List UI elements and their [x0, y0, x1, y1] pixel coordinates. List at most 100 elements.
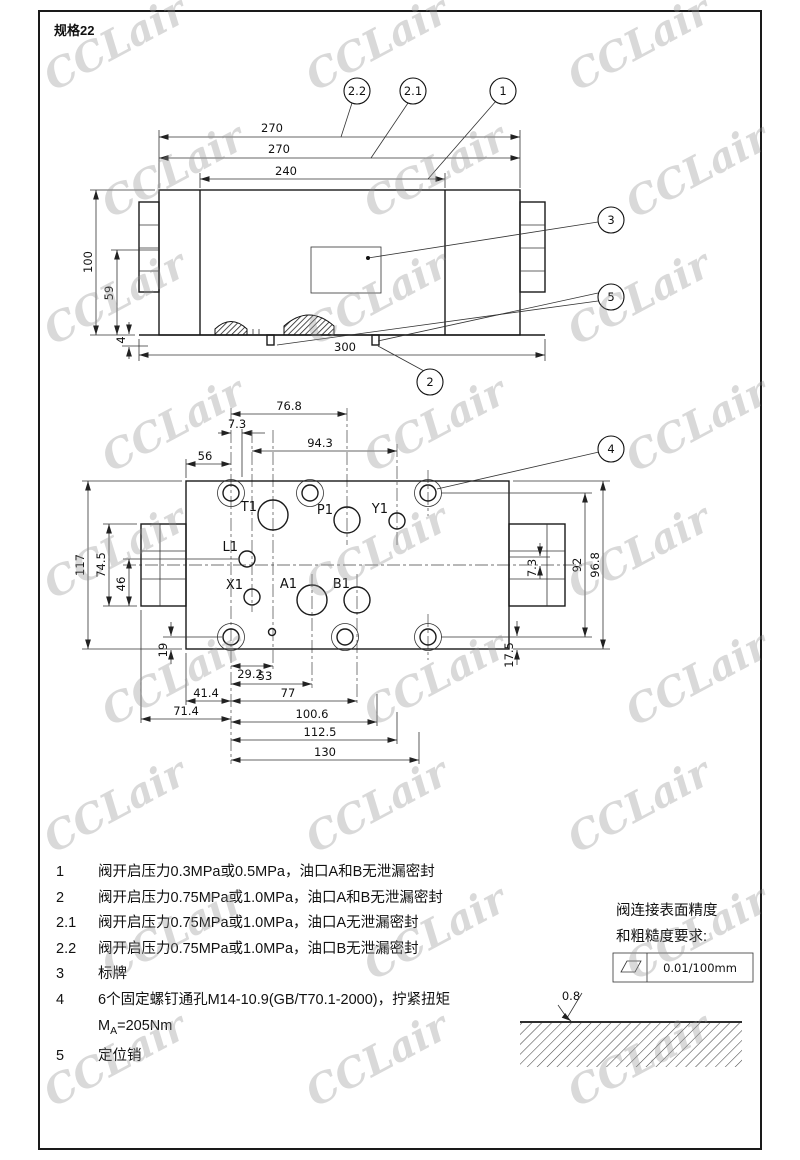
- dim-text: 76.8: [276, 399, 302, 413]
- callout-1: 1: [427, 77, 517, 180]
- callout-3: 3: [366, 206, 625, 260]
- torque-subscript: A: [110, 1024, 118, 1037]
- note-number: 1: [56, 864, 65, 880]
- dim-92: 92: [441, 492, 592, 638]
- dim-text: 240: [275, 164, 297, 178]
- dim-text: 53: [258, 669, 273, 683]
- callout-number: 5: [607, 290, 614, 304]
- callout-2-2: 2.2: [340, 77, 371, 138]
- callout-5: 5: [276, 283, 625, 346]
- dim-96-8: 96.8: [513, 480, 610, 650]
- dim-74-5: 74.5: [94, 523, 137, 607]
- note-row: 1 阀开启压力0.3MPa或0.5MPa，油口A和B无泄漏密封: [56, 860, 450, 886]
- note-text: 阀开启压力0.75MPa或1.0MPa，油口B无泄漏密封: [98, 940, 419, 957]
- port-label-A1: A1: [280, 577, 297, 592]
- bolt-hole: [222, 484, 240, 502]
- dim-29-2: 29.2: [231, 663, 273, 681]
- surface-requirement-text: 阀连接表面精度 和粗糙度要求:: [616, 898, 718, 950]
- port-cavity-large: [283, 314, 335, 336]
- dim-text: 96.8: [588, 552, 602, 578]
- note-text: 阀开启压力0.75MPa或1.0MPa，油口A无泄漏密封: [98, 915, 419, 932]
- note-row: 5 定位销: [56, 1044, 450, 1070]
- dim-text: 7.3: [525, 559, 539, 577]
- note-number: [56, 1014, 98, 1044]
- nameplate: [310, 246, 382, 294]
- port-L1: [238, 550, 256, 568]
- note-torque-line: MA=205Nm: [98, 1014, 450, 1044]
- bolt-hole: [419, 628, 437, 646]
- dim-76-8: 76.8: [231, 399, 347, 417]
- dim-112-5: 112.5: [231, 712, 398, 744]
- dim-17-5: 17.5: [502, 621, 520, 668]
- bolt-hole: [301, 484, 319, 502]
- note-text: 6个固定螺钉通孔M14-10.9(GB/T70.1-2000)，拧紧扭矩: [98, 991, 451, 1008]
- dim-7-3-right: 7.3: [509, 543, 550, 579]
- note-number: 4: [56, 991, 65, 1008]
- port-label-B1: B1: [333, 577, 350, 592]
- dim-text: 59: [102, 286, 116, 301]
- note-text: 阀开启压力0.3MPa或0.5MPa，油口A和B无泄漏密封: [98, 864, 435, 880]
- page-border: [38, 10, 762, 1150]
- callout-balloon: [597, 283, 625, 311]
- port-B1: [343, 586, 371, 614]
- note-row: 2.1 阀开启压力0.75MPa或1.0MPa，油口A无泄漏密封: [56, 911, 450, 937]
- note-row: 2.2 阀开启压力0.75MPa或1.0MPa，油口B无泄漏密封: [56, 937, 450, 963]
- dim-19: 19: [156, 622, 222, 664]
- dim-text: 56: [198, 449, 213, 463]
- dim-100-6: 100.6: [231, 694, 378, 726]
- locating-pin-right: [371, 334, 380, 346]
- port-T1: [257, 499, 289, 531]
- spec-label: 规格22: [54, 23, 95, 38]
- note-text: 阀开启压力0.75MPa或1.0MPa，油口A和B无泄漏密封: [98, 889, 443, 906]
- note-number: 2.2: [56, 940, 77, 957]
- locating-pin-left: [266, 334, 275, 346]
- bolt-hole: [419, 484, 437, 502]
- dim-text: 100: [81, 251, 95, 273]
- callout-number: 2.1: [404, 84, 422, 98]
- dim-text: 92: [570, 558, 584, 573]
- port-X1: [243, 588, 261, 606]
- port-label-Y1: Y1: [371, 502, 388, 517]
- callout-balloon: [597, 435, 625, 463]
- dim-130: 130: [231, 732, 420, 764]
- dim-base-300: 300: [138, 339, 546, 361]
- note-number: 2.1: [56, 915, 77, 932]
- callout-number: 2: [426, 375, 433, 389]
- callout-balloon: [597, 206, 625, 234]
- dim-46: 46: [114, 558, 238, 606]
- port-Y1: [388, 512, 406, 530]
- bolt-hole: [336, 628, 354, 646]
- note-text: 定位销: [98, 1048, 142, 1065]
- port-label-L1: L1: [222, 540, 238, 555]
- dim-41-4: 41.4: [185, 653, 231, 705]
- surface-req-line1: 阀连接表面精度: [616, 903, 718, 919]
- dim-77: 77: [231, 686, 357, 704]
- right-hex-cap: [508, 523, 566, 607]
- right-end-cap: [519, 201, 546, 293]
- callout-number: 3: [607, 213, 614, 227]
- dim-overall-270-a: 270: [158, 121, 521, 188]
- dim-overall-270-b: 270: [159, 142, 520, 161]
- roughness-value: 0.8: [562, 989, 580, 1003]
- top-view: 270 270 240 100 59 4: [81, 77, 625, 396]
- dim-text: 100.6: [296, 707, 329, 721]
- dim-53: 53: [231, 669, 312, 687]
- left-end-cap: [138, 201, 160, 293]
- callout-2-1: 2.1: [370, 77, 427, 159]
- surface-finish-graphic: 0.01/100mm 0.8: [520, 952, 754, 1067]
- callout-number: 1: [499, 84, 506, 98]
- callout-balloon: [489, 77, 517, 105]
- dim-text: 74.5: [94, 552, 108, 578]
- dim-text: 41.4: [193, 686, 219, 700]
- callout-balloon: [399, 77, 427, 105]
- port-P1: [333, 506, 361, 534]
- dim-height-100: 100: [81, 189, 155, 336]
- dim-56: 56: [185, 449, 231, 478]
- note-row: 4 6个固定螺钉通孔M14-10.9(GB/T70.1-2000)，拧紧扭矩: [56, 988, 450, 1014]
- torque-symbol: M: [98, 1017, 111, 1034]
- note-row: 3 标牌: [56, 962, 450, 988]
- port-label-P1: P1: [317, 503, 333, 518]
- surface-req-line2: 和粗糙度要求:: [616, 929, 708, 945]
- callout-number: 2.2: [348, 84, 366, 98]
